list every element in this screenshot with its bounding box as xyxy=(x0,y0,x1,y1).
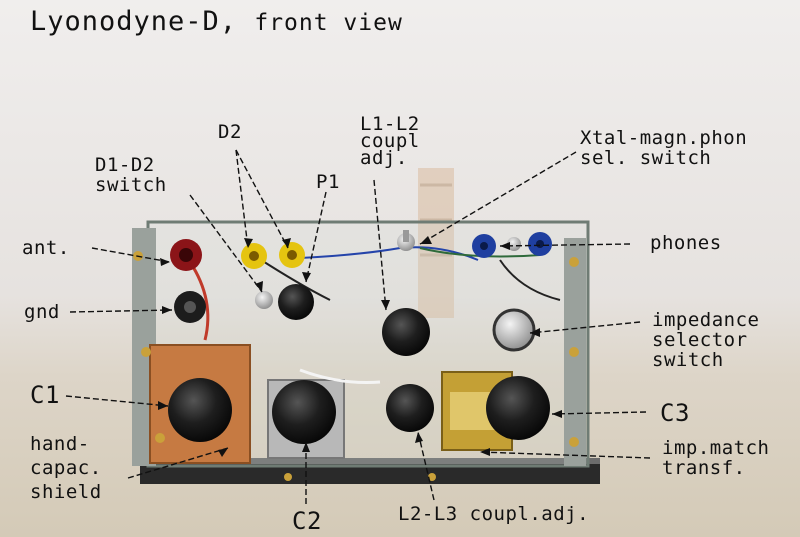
impedance-knob xyxy=(492,308,536,352)
label-hand-line1: hand- xyxy=(30,433,90,455)
label-l2-l3: L2-L3 coupl.adj. xyxy=(398,503,590,525)
label-hand: hand- capac. shield xyxy=(30,432,102,504)
phones-jack-left xyxy=(472,234,496,258)
label-d1-d2-line1: D1-D2 xyxy=(95,154,155,176)
label-d1-d2-line2: switch xyxy=(95,174,167,196)
label-l1-l2: L1-L2 coupl adj. xyxy=(360,113,420,169)
label-xtal-line2: sel. switch xyxy=(580,147,712,169)
d1-d2-switch xyxy=(255,291,273,309)
label-xtal-line1: Xtal-magn.phon xyxy=(580,127,748,149)
p1-knob xyxy=(278,284,314,320)
ant-jack xyxy=(170,239,202,271)
c3-knob xyxy=(486,376,550,440)
label-xtal: Xtal-magn.phon sel. switch xyxy=(580,128,747,168)
label-l1-l2-line2: coupl xyxy=(360,130,420,152)
label-l1-l2-line1: L1-L2 xyxy=(360,113,420,135)
label-c1: C1 xyxy=(30,381,60,409)
c2-knob xyxy=(272,380,336,444)
label-hand-line3: shield xyxy=(30,481,102,503)
title-main: Lyonodyne-D, xyxy=(30,6,238,37)
label-impedance: impedance selector switch xyxy=(652,310,759,370)
panel-screws xyxy=(133,251,579,481)
label-phones: phones xyxy=(650,232,722,254)
label-d2: D2 xyxy=(218,121,242,143)
label-imp-match-line2: transf. xyxy=(662,457,746,479)
title-sub: front view xyxy=(254,10,403,36)
label-impedance-line2: selector xyxy=(652,329,748,351)
xtal-switch xyxy=(397,230,415,251)
label-c3: C3 xyxy=(660,399,690,427)
d2-jack-left xyxy=(241,243,267,269)
label-gnd: gnd xyxy=(24,301,60,323)
label-hand-line2: capac. xyxy=(30,457,102,479)
label-c2: C2 xyxy=(292,507,322,535)
label-ant: ant. xyxy=(22,237,70,259)
label-d1-d2-switch: D1-D2 switch xyxy=(95,155,167,195)
label-l1-l2-line3: adj. xyxy=(360,147,408,169)
label-impedance-line1: impedance xyxy=(652,309,760,331)
label-imp-match: imp.match transf. xyxy=(662,438,769,478)
phones-toggle xyxy=(507,237,521,251)
phones-jack-right xyxy=(528,232,552,256)
arrow-heads xyxy=(158,236,562,457)
l1-l2-knob xyxy=(382,308,430,356)
page-title: Lyonodyne-D, front view xyxy=(30,8,403,36)
d2-jack-right xyxy=(279,242,305,268)
gnd-jack xyxy=(174,291,206,323)
label-p1: P1 xyxy=(316,171,340,193)
l2-l3-knob xyxy=(386,384,434,432)
annotation-arrows xyxy=(65,149,651,504)
c1-knob xyxy=(168,378,232,442)
label-imp-match-line1: imp.match xyxy=(662,437,770,459)
label-impedance-line3: switch xyxy=(652,349,724,371)
